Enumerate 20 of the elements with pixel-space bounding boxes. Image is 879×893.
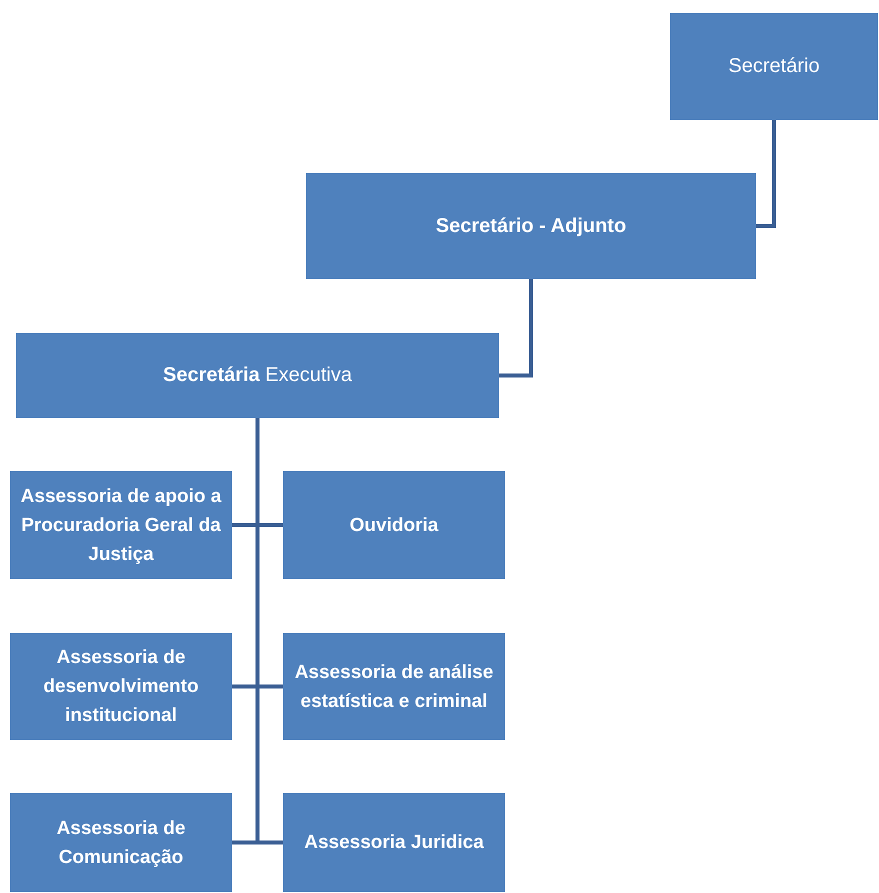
box-label: Assessoria de apoio a Procuradoria Geral da Justiça — [20, 484, 222, 566]
box-label: Assessoria Juridica — [304, 831, 484, 855]
box-label: Ouvidoria — [350, 514, 438, 538]
org-box — [306, 173, 756, 279]
box-label: Assessoria de análise estatística e criminal — [294, 660, 494, 714]
box-label: Assessoria de desenvolvimento institucional — [42, 646, 200, 728]
box-label: Secretário - Adjunto — [436, 214, 626, 238]
org-box — [283, 633, 505, 740]
connector-line — [499, 279, 533, 378]
org-box — [10, 471, 232, 579]
org-box — [283, 471, 505, 579]
box-label: Secretário — [728, 54, 820, 79]
org-box — [670, 13, 878, 120]
org-box — [16, 333, 499, 418]
org-box — [283, 793, 505, 892]
org-box — [10, 793, 232, 892]
org-box — [10, 633, 232, 740]
connector-line — [756, 120, 776, 228]
box-label: Secretária Executiva — [162, 363, 352, 388]
box-label: Assessoria de Comunicação — [56, 816, 186, 870]
